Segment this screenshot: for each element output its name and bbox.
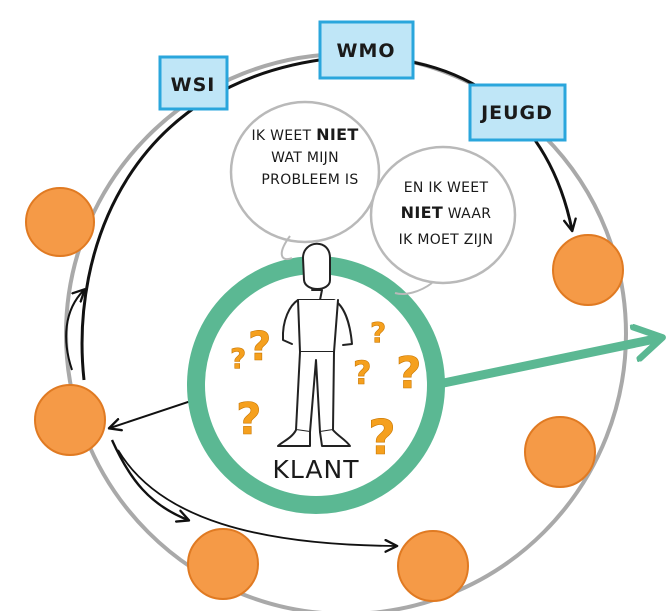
bubble-right-line3: IK MOET ZIJN xyxy=(399,232,494,248)
thought-bubble-left: IK WEET NIET WAT MIJN PROBLEEM IS xyxy=(229,100,381,260)
bubble-right-emphasis: NIET xyxy=(401,203,443,222)
node-bottom-left xyxy=(187,528,259,600)
svg-text:IK WEET NIET: IK WEET NIET xyxy=(251,125,358,144)
sign-jeugd-label: JEUGD xyxy=(479,102,553,124)
svg-text:NIET WAAR: NIET WAAR xyxy=(401,203,492,222)
sign-wmo: WMO xyxy=(318,20,415,80)
bubble-right-line2: WAAR xyxy=(443,206,491,222)
node-top-right xyxy=(552,234,624,306)
klant-label: KLANT xyxy=(273,455,360,484)
node-top-left xyxy=(25,187,95,257)
bubble-left-line1: IK WEET xyxy=(251,128,316,144)
bubble-left-line2: WAT MIJN xyxy=(271,150,339,166)
sign-wsi: WSI xyxy=(158,55,229,111)
green-arrow-out xyxy=(433,338,660,390)
question-mark-6: ? xyxy=(396,348,422,399)
bubble-left-emphasis: NIET xyxy=(316,125,358,144)
sign-jeugd: JEUGD xyxy=(468,83,567,142)
question-mark-2: ? xyxy=(248,324,271,370)
question-mark-3: ? xyxy=(236,394,262,445)
question-mark-5: ? xyxy=(353,354,372,392)
question-mark-4: ? xyxy=(370,316,386,349)
sign-wsi-label: WSI xyxy=(171,74,216,96)
arc-arrow-left-up xyxy=(65,288,86,371)
node-left xyxy=(34,384,106,456)
arc-arrow-down-2 xyxy=(117,449,399,553)
bubble-right-line1: EN IK WEET xyxy=(404,180,489,196)
node-right xyxy=(524,416,596,488)
node-bottom-right xyxy=(397,530,469,602)
thought-bubble-right: EN IK WEET NIET WAAR IK MOET ZIJN xyxy=(369,145,517,295)
question-mark-7: ? xyxy=(368,410,396,466)
arc-arrow-down-1 xyxy=(110,439,191,523)
person-figure xyxy=(277,242,353,447)
sign-wmo-label: WMO xyxy=(336,40,395,62)
bubble-left-line3: PROBLEEM IS xyxy=(261,172,358,188)
question-mark-1: ? xyxy=(230,342,246,375)
